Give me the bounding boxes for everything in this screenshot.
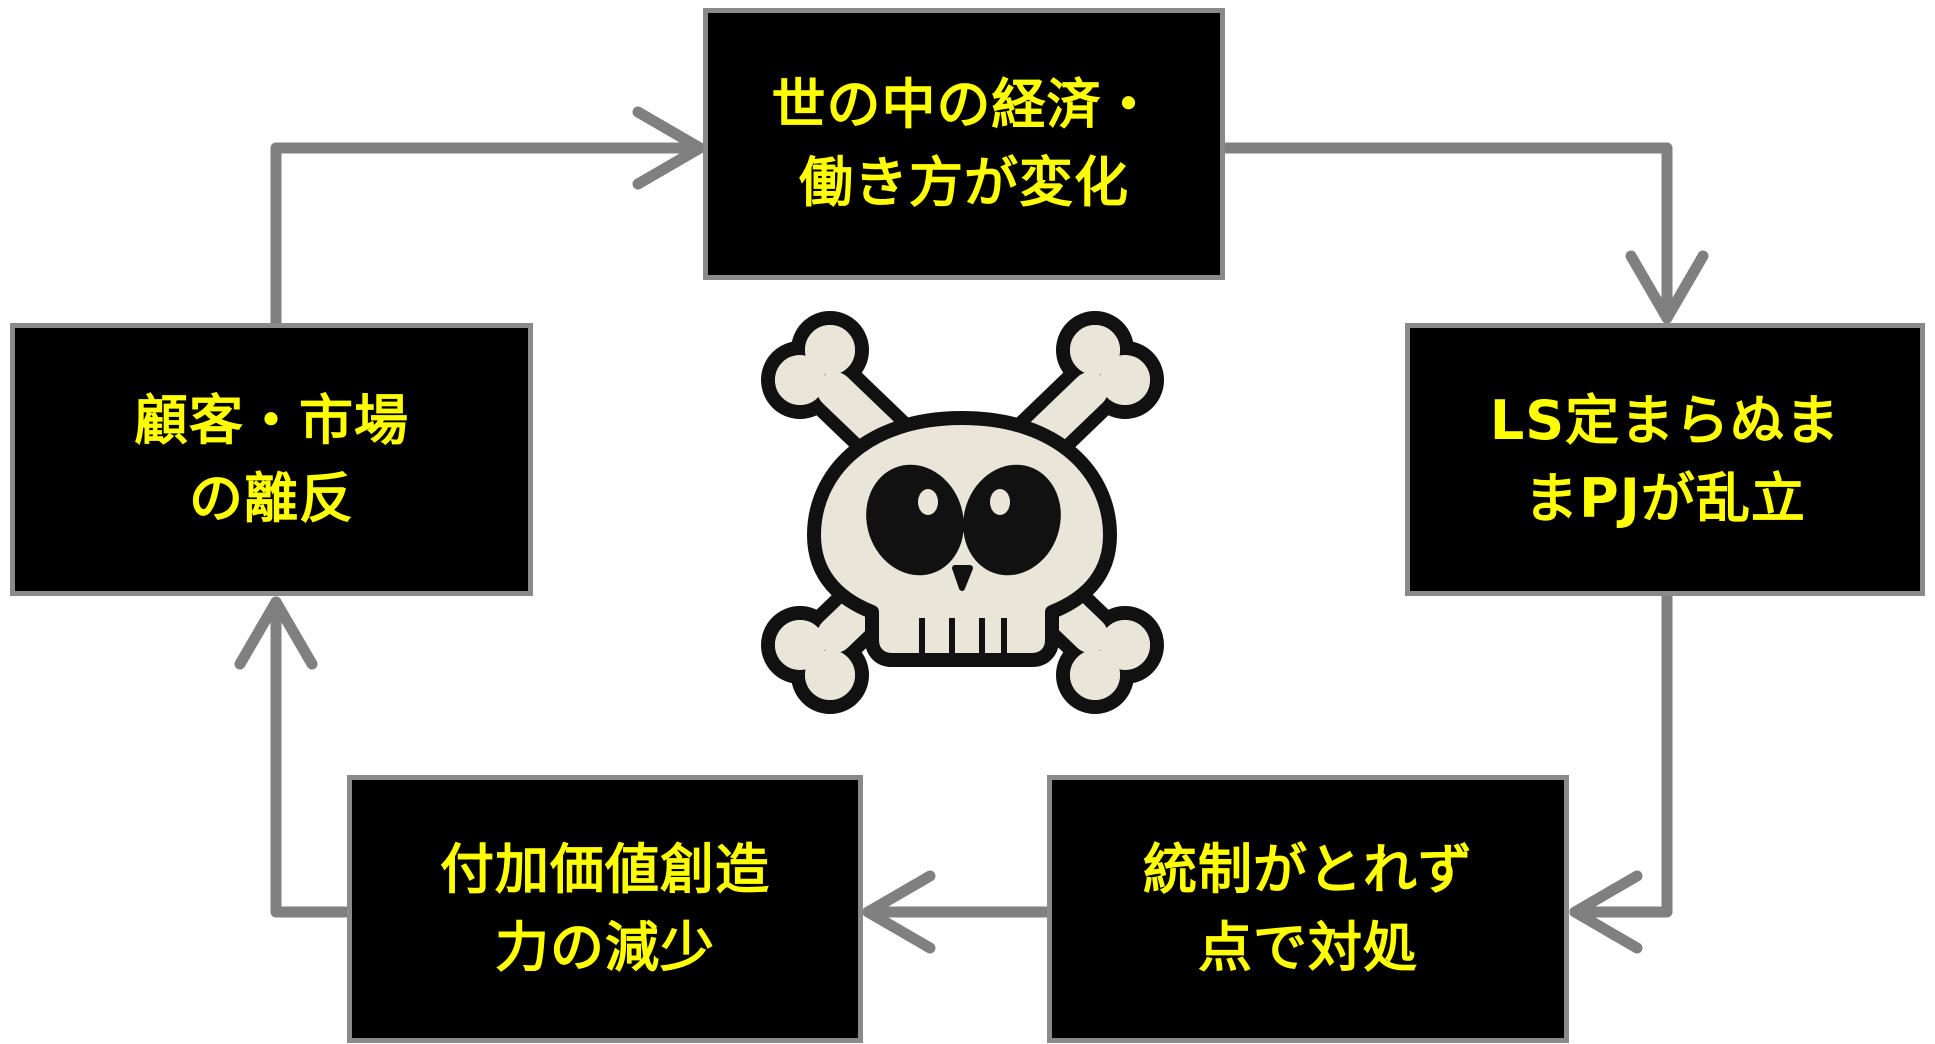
cycle-step-uncoordinated-response: 統制がとれず 点で対処: [1047, 775, 1569, 1043]
step-text-line-1: 付加価値創造: [440, 838, 770, 901]
arrowhead-bottom-right-to-bottom-left: [862, 870, 936, 954]
cycle-step-economy-change: 世の中の経済・ 働き方が変化: [703, 8, 1225, 280]
step-text-line-2: 働き方が変化: [799, 151, 1129, 214]
arrowhead-right-to-bottom-right: [1569, 870, 1643, 954]
skull-nose: [952, 565, 973, 591]
step-text-line-2: の離反: [189, 466, 354, 530]
cycle-step-customer-attrition: 顧客・市場 の離反: [10, 323, 533, 596]
cycle-step-value-creation-decline: 付加価値創造 力の減少: [347, 775, 863, 1043]
skull-left-eye: [866, 464, 964, 576]
arrow-top-to-right: [1219, 142, 1673, 324]
step-text-line-2: 力の減少: [495, 916, 715, 979]
arrowhead-left-to-top: [632, 106, 706, 190]
step-text-line-2: まPJが乱立: [1524, 466, 1806, 530]
arrowhead-top-to-right: [1625, 250, 1709, 324]
step-text-line-1: 世の中の経済・: [771, 73, 1157, 136]
step-text-line-2: 点で対処: [1198, 916, 1418, 979]
cycle-step-projects-proliferate: LS定まらぬま まPJが乱立: [1405, 323, 1925, 596]
skull: [807, 411, 1117, 667]
step-text-line-1: 顧客・市場: [134, 388, 409, 452]
arrow-left-to-top: [270, 142, 706, 329]
skull-right-eye: [963, 464, 1061, 576]
step-text-line-1: 統制がとれず: [1143, 838, 1473, 901]
step-text-line-1: LS定まらぬま: [1489, 388, 1841, 452]
arrow-bottom-left-to-left: [270, 596, 353, 918]
arrow-right-to-bottom-right: [1569, 590, 1673, 918]
arrowhead-bottom-left-to-left: [234, 596, 318, 670]
